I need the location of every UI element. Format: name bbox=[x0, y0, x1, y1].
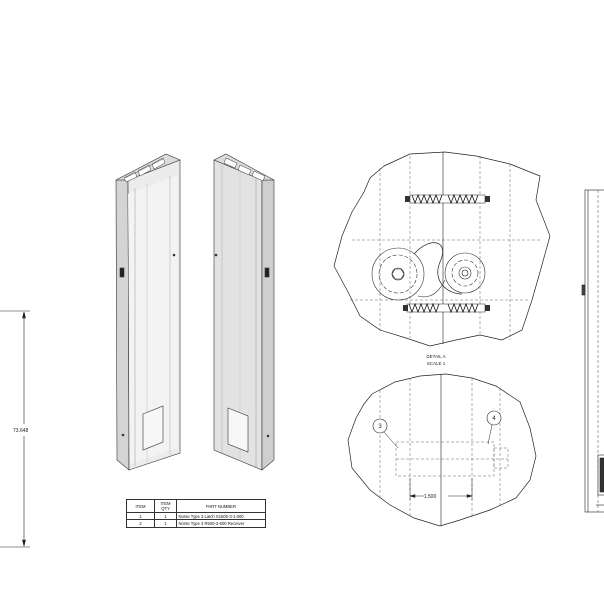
balloon-4 bbox=[486, 410, 502, 445]
bom-item: 1 bbox=[126, 512, 155, 521]
latch-cam bbox=[371, 242, 486, 301]
bom-item: 2 bbox=[126, 519, 155, 528]
overall-height-dimension bbox=[0, 310, 30, 548]
bolt-lower bbox=[403, 302, 490, 314]
isometric-latch-post bbox=[115, 153, 181, 471]
bom-header-row: ITEM ITEM QTY PART NUMBER bbox=[126, 498, 266, 514]
section-view bbox=[347, 373, 537, 527]
detail-a-scale: SCALE 1 bbox=[427, 361, 446, 366]
bolt-upper bbox=[405, 193, 490, 205]
side-view bbox=[581, 189, 604, 513]
bom-part-number: Norse Type 3 Latch S1500-3-1.000 bbox=[176, 512, 266, 521]
table-row: 1 1 Norse Type 3 Latch S1500-3-1.000 bbox=[126, 512, 266, 521]
detail-a-view bbox=[333, 151, 551, 347]
balloon-4-label: 4 bbox=[492, 416, 496, 422]
bom-part-number: Norse Type 3 R500-3-500 Receiver bbox=[176, 519, 266, 528]
detail-a-title: DETAIL A bbox=[426, 354, 445, 359]
bom-qty: 1 bbox=[154, 519, 177, 528]
detail-spacing-label: 1.500 bbox=[424, 494, 437, 500]
balloon-3 bbox=[372, 418, 399, 449]
bom-header-part-number: PART NUMBER bbox=[176, 498, 266, 514]
isometric-receiver-post bbox=[213, 153, 275, 471]
bill-of-materials: ITEM ITEM QTY PART NUMBER 1 1 Norse Type… bbox=[126, 498, 266, 528]
balloon-3-label: 3 bbox=[378, 424, 382, 430]
bom-qty: 1 bbox=[154, 512, 177, 521]
table-row: 2 1 Norse Type 3 R500-3-500 Receiver bbox=[126, 519, 266, 528]
bom-header-qty: ITEM QTY bbox=[154, 498, 177, 514]
bom-header-item: ITEM bbox=[126, 498, 155, 514]
overall-height-label: 73.648 bbox=[13, 428, 29, 434]
